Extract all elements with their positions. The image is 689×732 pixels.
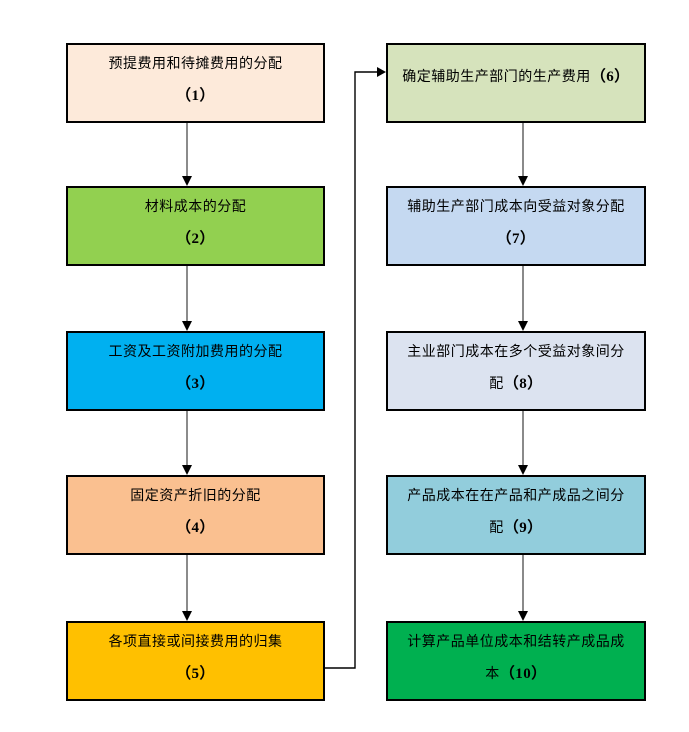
box-number: （6） (590, 69, 630, 85)
box-text: 主业部门成本在多个受益对象间分 (407, 345, 625, 360)
box-number-line: 配（8） (489, 376, 543, 392)
box-text: 工资及工资附加费用的分配 (108, 345, 283, 360)
box-text: 材料成本的分配 (144, 200, 247, 215)
flow-box-7: 辅助生产部门成本向受益对象分配 （7） (386, 186, 646, 266)
arrowhead-icon (518, 465, 528, 475)
box-text: 辅助生产部门成本向受益对象分配 (407, 200, 625, 215)
box-number-line: 配（9） (489, 520, 543, 536)
box-text: 产品成本在在产品和产成品之间分 (407, 489, 625, 504)
box-number: （10） (499, 666, 547, 682)
box-number-line: （3） (68, 368, 323, 400)
box-number-line: （4） (68, 512, 323, 544)
flow-box-10: 计算产品单位成本和结转产成品成 本（10） (386, 621, 646, 701)
box-text: 确定辅助生产部门的生产费用（6） (402, 69, 630, 85)
flow-arrow-down-1-2 (182, 123, 192, 186)
flow-box-3: 工资及工资附加费用的分配 （3） (66, 331, 325, 411)
arrowhead-icon (518, 176, 528, 186)
box-number: （8） (503, 376, 543, 392)
flow-box-2: 材料成本的分配 （2） (66, 186, 325, 266)
flow-box-5: 各项直接或间接费用的归集 （5） (66, 621, 325, 701)
flow-box-1: 预提费用和待摊费用的分配 （1） (66, 43, 325, 123)
box-number-line: （2） (68, 223, 323, 255)
box-number: （2） (175, 231, 215, 247)
flow-arrow-down-9-10 (518, 555, 528, 621)
box-text: 各项直接或间接费用的归集 (108, 635, 283, 650)
box-number: （1） (175, 88, 215, 104)
flow-box-8: 主业部门成本在多个受益对象间分 配（8） (386, 331, 646, 411)
elbow-connector-5-6 (325, 67, 386, 669)
box-text: 计算产品单位成本和结转产成品成 (407, 635, 625, 650)
box-text: 固定资产折旧的分配 (130, 489, 261, 504)
box-number: （9） (503, 520, 543, 536)
arrowhead-icon (377, 67, 386, 77)
arrowhead-icon (182, 611, 192, 621)
box-number-line: 本（10） (485, 666, 547, 682)
flow-box-4: 固定资产折旧的分配 （4） (66, 475, 325, 555)
flow-arrow-down-7-8 (518, 266, 528, 331)
flow-arrow-down-8-9 (518, 411, 528, 475)
arrowhead-icon (182, 465, 192, 475)
arrowhead-icon (518, 611, 528, 621)
flow-arrow-down-6-7 (518, 123, 528, 186)
flow-arrow-down-3-4 (182, 411, 192, 475)
flow-arrow-down-4-5 (182, 555, 192, 621)
box-number: （3） (175, 376, 215, 392)
flow-arrow-down-2-3 (182, 266, 192, 331)
box-number: （4） (175, 520, 215, 536)
flow-box-6: 确定辅助生产部门的生产费用（6） (386, 43, 646, 123)
box-number: （7） (496, 231, 536, 247)
arrowhead-icon (182, 321, 192, 331)
box-number-line: （1） (68, 80, 323, 112)
arrowhead-icon (518, 321, 528, 331)
box-number-line: （7） (388, 223, 644, 255)
box-number-line: （5） (68, 658, 323, 690)
arrowhead-icon (182, 176, 192, 186)
box-number: （5） (175, 666, 215, 682)
box-text: 预提费用和待摊费用的分配 (108, 57, 283, 72)
flow-box-9: 产品成本在在产品和产成品之间分 配（9） (386, 475, 646, 555)
